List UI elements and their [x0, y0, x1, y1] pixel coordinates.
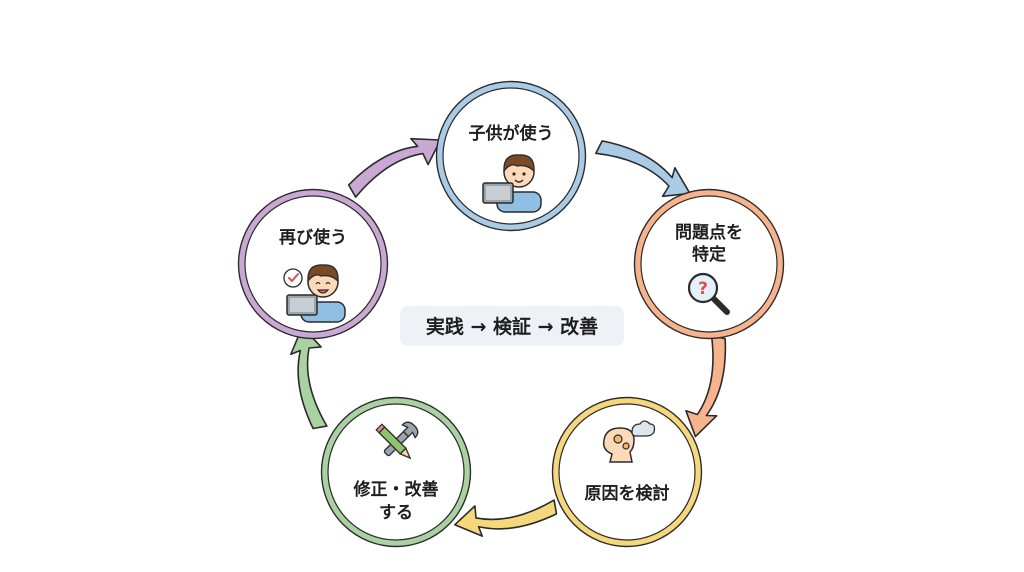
step-use-again: 再び使う: [237, 188, 389, 340]
step-identify-problem: 問題点を 特定 ?: [633, 188, 785, 340]
step-circle-inner-outline: [244, 195, 382, 333]
arrow-step2-to-step3: [679, 333, 735, 441]
step-consider-cause: 原因を検討: [551, 396, 703, 548]
svg-text:?: ?: [698, 279, 708, 299]
step-label: 問題点を: [675, 222, 743, 243]
step-label: 特定: [692, 244, 726, 265]
step-circle: [239, 190, 387, 338]
step-circle-inner-outline: [558, 403, 696, 541]
arrow-step3-to-step4: [451, 491, 559, 542]
arrow-shape: [451, 491, 559, 542]
magnifier-question-icon: ?: [687, 272, 730, 315]
step-circle: [635, 190, 783, 338]
center-caption: 実践 → 検証 → 改善: [400, 306, 624, 346]
arrow-step4-to-step5: [285, 323, 336, 431]
step-label: する: [379, 503, 413, 523]
step-circle-inner-outline: [442, 87, 580, 225]
step-circle-outline: [435, 80, 587, 232]
step-circle-outline: [551, 396, 703, 548]
center-caption-bg: [400, 306, 624, 346]
step-circle: [553, 398, 701, 546]
child-tablet-check-icon: [283, 264, 346, 323]
step-circle-inner-outline: [640, 195, 778, 333]
arrow-step5-to-step1: [343, 125, 449, 205]
step-circle: [322, 398, 470, 546]
arrow-shape: [679, 333, 735, 441]
arrow-shape: [343, 125, 449, 205]
step-label: 原因を検討: [585, 483, 670, 504]
step-circle-outline: [633, 188, 785, 340]
head-gears-icon: [602, 420, 656, 463]
step-label: 再び使う: [279, 227, 347, 248]
step-use: 子供が使う: [435, 80, 587, 232]
step-fix-improve: 修正・改善 する: [320, 396, 472, 548]
step-circle-inner-outline: [327, 403, 465, 541]
step-label: 子供が使う: [469, 123, 554, 144]
arrow-shape: [285, 323, 336, 431]
wrench-pencil-icon: [375, 421, 419, 460]
step-circle-outline: [320, 396, 472, 548]
step-circle-outline: [237, 188, 389, 340]
step-label: 修正・改善: [353, 479, 439, 500]
child-tablet-icon: [482, 154, 542, 213]
center-caption-text: 実践 → 検証 → 改善: [426, 315, 598, 338]
